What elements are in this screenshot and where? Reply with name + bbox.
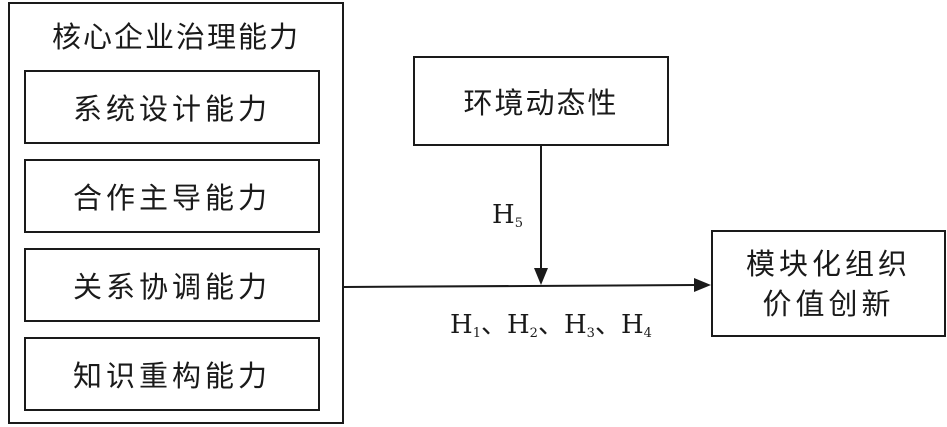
hypothesis-separator: 、 (594, 310, 621, 340)
value-innovation-line2: 价值创新 (762, 286, 895, 321)
hypothesis-separator: 、 (537, 310, 564, 340)
capability-relationship-coordination: 关系协调能力 (24, 248, 320, 322)
hypothesis-separator: 、 (480, 310, 507, 340)
hypothesis-letter: H (492, 200, 515, 230)
hypothesis-number: 1 (472, 326, 481, 341)
capability-label: 关系协调能力 (72, 270, 271, 304)
hypothesis-letter: H (620, 310, 644, 340)
capability-system-design: 系统设计能力 (24, 70, 320, 144)
value-innovation-box: 模块化组织 价值创新 (711, 230, 946, 337)
hypothesis-letter: H (506, 310, 530, 340)
moderation-arrowhead (534, 268, 548, 285)
environmental-dynamism-label: 环境动态性 (463, 86, 619, 120)
hypothesis-h1-h4-label: H1、H2、H3、H4 (450, 304, 652, 341)
hypothesis-letter: H (450, 310, 473, 340)
main-effect-arrow-line (343, 284, 697, 288)
capability-label: 合作主导能力 (72, 181, 271, 215)
capability-knowledge-restructuring: 知识重构能力 (24, 337, 320, 411)
environmental-dynamism-box: 环境动态性 (413, 56, 669, 146)
hypothesis-letter: H (563, 310, 587, 340)
capability-cooperation-leadership: 合作主导能力 (24, 159, 320, 233)
hypothesis-number: 5 (514, 216, 523, 231)
value-innovation-line1: 模块化组织 (745, 246, 911, 281)
capability-label: 知识重构能力 (72, 359, 271, 393)
core-capability-title: 核心企业治理能力 (51, 20, 300, 54)
capability-label: 系统设计能力 (72, 92, 271, 126)
hypothesis-number: 4 (643, 326, 652, 341)
hypothesis-h5-label: H5 (492, 200, 523, 231)
hypothesis-number: 2 (529, 326, 538, 341)
main-effect-arrowhead (694, 278, 711, 292)
hypothesis-number: 3 (586, 326, 595, 341)
